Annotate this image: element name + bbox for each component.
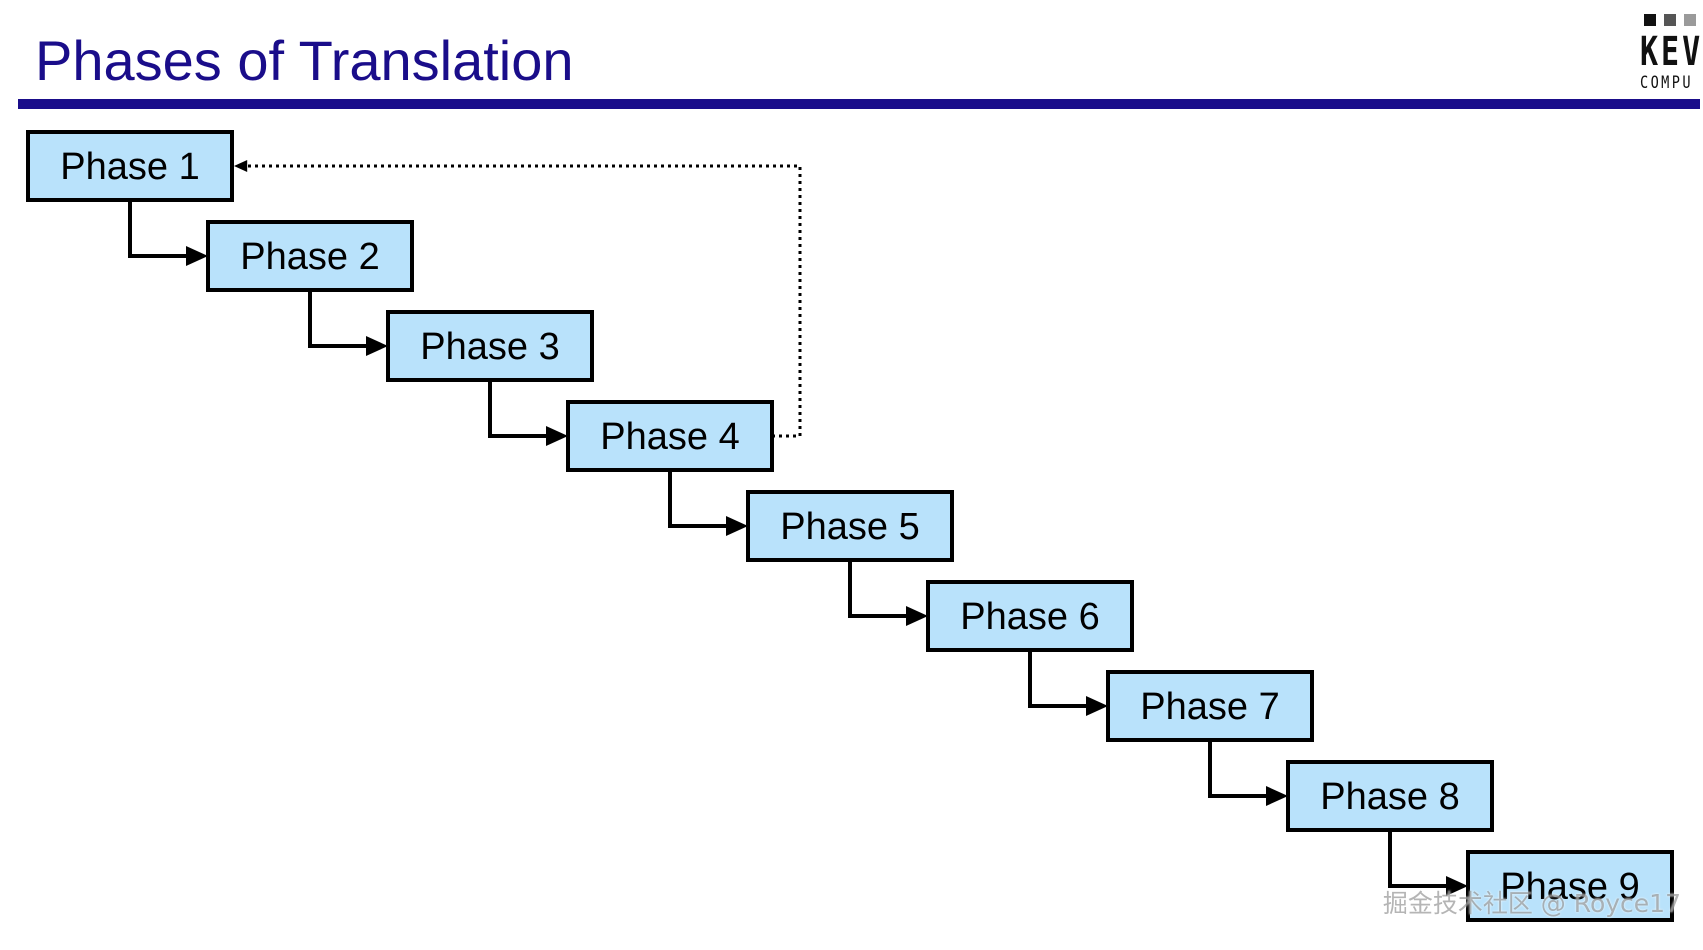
phase-label-6: Phase 6 [960, 596, 1099, 638]
phase-box-7: Phase 7 [1106, 670, 1314, 742]
page-title: Phases of Translation [35, 29, 574, 92]
connector-5-to-6 [848, 560, 908, 618]
phase-label-7: Phase 7 [1140, 686, 1279, 728]
loop-back-connector [246, 164, 802, 438]
arrow-7-to-8 [1266, 786, 1288, 806]
phase-box-rect-4 [566, 400, 774, 472]
connector-8-to-9 [1388, 830, 1448, 888]
connector-6-to-7 [1028, 650, 1088, 708]
phase-box-rect-1 [26, 130, 234, 202]
phase-box-2: Phase 2 [206, 220, 414, 292]
phase-box-rect-8 [1286, 760, 1494, 832]
connector-4-to-5 [668, 470, 728, 528]
phase-box-rect-5 [746, 490, 954, 562]
arrow-5-to-6 [906, 606, 928, 626]
phase-box-8: Phase 8 [1286, 760, 1494, 832]
phase-box-rect-3 [386, 310, 594, 382]
connector-7-to-8 [1208, 740, 1268, 798]
phase-box-9: Phase 9 [1466, 850, 1674, 922]
arrow-6-to-7 [1086, 696, 1108, 716]
phase-label-1: Phase 1 [60, 146, 199, 188]
title-divider [18, 99, 1700, 109]
phase-box-1: Phase 1 [26, 130, 234, 202]
arrow-4-to-5 [726, 516, 748, 536]
loop-back-arrow [234, 160, 248, 172]
logo-square-1 [1644, 14, 1656, 26]
phase-label-2: Phase 2 [240, 236, 379, 278]
phase-box-rect-7 [1106, 670, 1314, 742]
phase-box-rect-9 [1466, 850, 1674, 922]
phase-box-group: Phase 1 Phase 2 Phase 3 Phase 4 Phase 5 Phase… [26, 130, 1674, 922]
phase-box-4: Phase 4 [566, 400, 774, 472]
arrow-2-to-3 [366, 336, 388, 356]
phase-box-5: Phase 5 [746, 490, 954, 562]
phase-box-3: Phase 3 [386, 310, 594, 382]
arrow-3-to-4 [546, 426, 568, 446]
phase-box-rect-2 [206, 220, 414, 292]
logo-square-2 [1664, 14, 1676, 26]
arrow-1-to-2 [186, 246, 208, 266]
watermark: 掘金技术社区 @ Royce17 [1382, 889, 1681, 918]
connector-1-to-2 [128, 200, 188, 258]
phase-label-3: Phase 3 [420, 326, 559, 368]
connector-group [128, 160, 1468, 896]
logo: KEV COMPU [1638, 10, 1703, 95]
arrow-8-to-9 [1446, 876, 1468, 896]
connector-3-to-4 [488, 380, 548, 438]
logo-subword: COMPU [1640, 73, 1693, 93]
logo-word: KEV [1640, 29, 1703, 75]
phase-label-8: Phase 8 [1320, 776, 1459, 818]
phase-label-9: Phase 9 [1500, 866, 1639, 908]
phase-box-6: Phase 6 [926, 580, 1134, 652]
phase-box-rect-6 [926, 580, 1134, 652]
phase-label-5: Phase 5 [780, 506, 919, 548]
phase-label-4: Phase 4 [600, 416, 739, 458]
connector-2-to-3 [308, 290, 368, 348]
logo-square-3 [1684, 14, 1696, 26]
